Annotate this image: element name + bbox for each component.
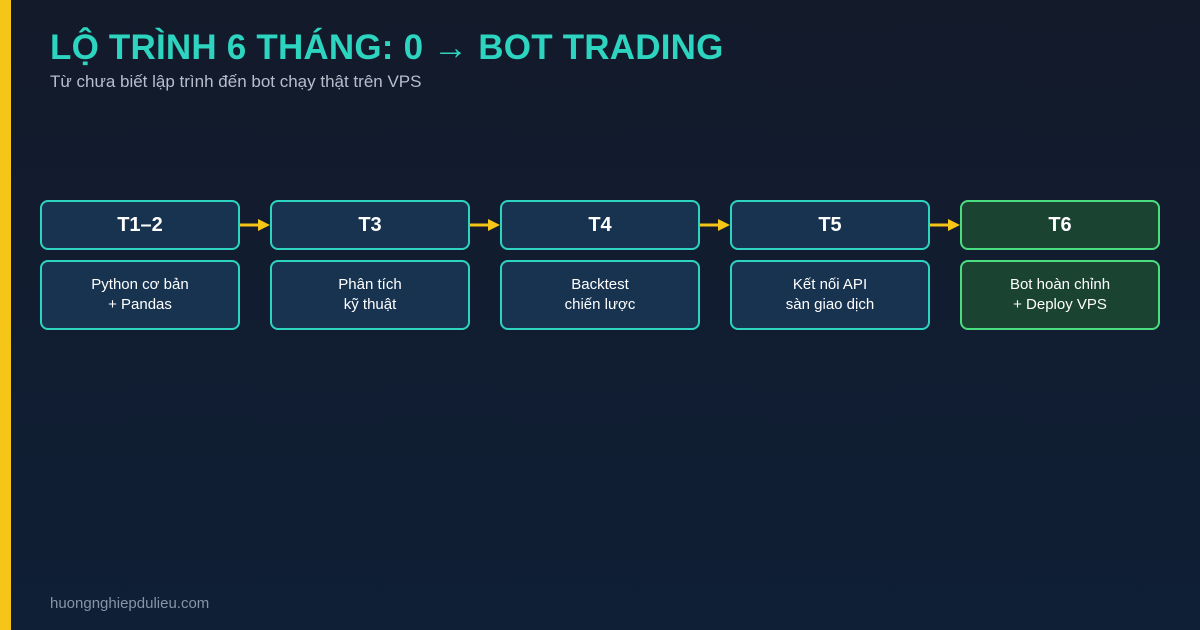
stage-3-month-label: T4 [588, 213, 612, 236]
stage-1-task-line-2: + Pandas [108, 296, 172, 313]
stage-2-task-line-1: Phân tích [338, 276, 402, 293]
stage-3-task-line-2: chiến lược [564, 296, 636, 313]
footer-site-url: huongnghiepdulieu.com [50, 595, 210, 612]
stage-1-task-line-1: Python cơ bản [91, 276, 189, 293]
stage-5-task-line-2: + Deploy VPS [1013, 296, 1107, 313]
stage-3-task-box: Backtest chiến lược [500, 260, 700, 330]
stage-2-task-box: Phân tích kỹ thuật [270, 260, 470, 330]
arrow-icon [470, 219, 500, 231]
arrow-icon [700, 219, 730, 231]
stage-4-task-line-2: sàn giao dịch [785, 296, 875, 313]
stage-5-month-box: T6 [960, 200, 1160, 250]
stage-2-task-line-2: kỹ thuật [343, 296, 397, 313]
page-title: LỘ TRÌNH 6 THÁNG: 0 → BOT TRADING [50, 28, 724, 67]
stage-4-month-label: T5 [818, 213, 842, 236]
stage-2-month-label: T3 [358, 213, 382, 236]
accent-bar [0, 0, 11, 630]
stage-1-month-box: T1–2 [40, 200, 240, 250]
arrow-icon [930, 219, 960, 231]
stage-1-task-box: Python cơ bản + Pandas [40, 260, 240, 330]
stage-4-month-box: T5 [730, 200, 930, 250]
stage-2-month-box: T3 [270, 200, 470, 250]
stage-4-task-line-1: Kết nối API [792, 276, 868, 293]
page-subtitle: Từ chưa biết lập trình đến bot chạy thật… [50, 72, 422, 91]
stage-5-task-line-1: Bot hoàn chỉnh [1009, 276, 1111, 293]
stage-5-task-box: Bot hoàn chỉnh + Deploy VPS [960, 260, 1160, 330]
stage-1-month-label: T1–2 [117, 213, 163, 236]
stage-5-month-label: T6 [1048, 213, 1072, 236]
stage-3-month-box: T4 [500, 200, 700, 250]
arrow-icon [240, 219, 270, 231]
stage-4-task-box: Kết nối API sàn giao dịch [730, 260, 930, 330]
stage-3-task-line-1: Backtest [571, 276, 629, 293]
